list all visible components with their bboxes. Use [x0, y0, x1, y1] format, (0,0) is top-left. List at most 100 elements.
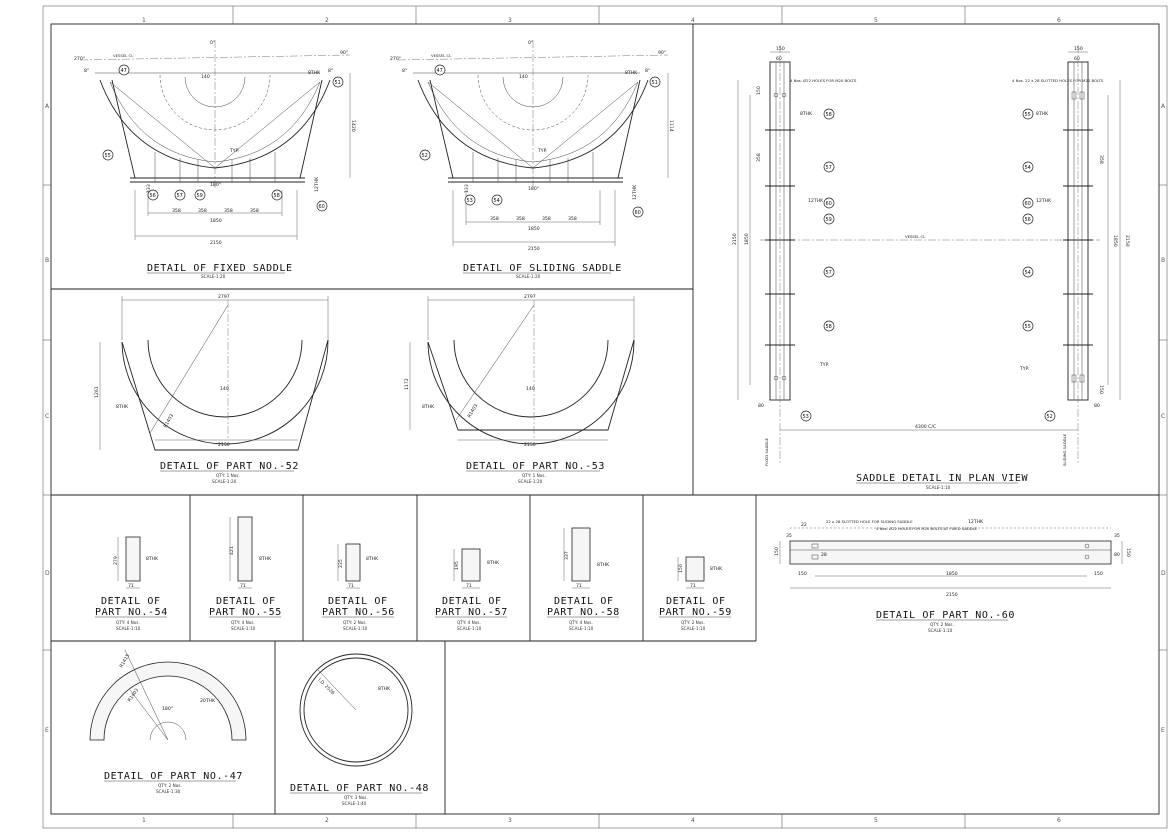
fixed-dim-height: 1420 [350, 120, 356, 132]
part53-dim-height: 1172 [404, 378, 410, 390]
fixed-balloon-58: 58 [274, 193, 280, 199]
part47-qty: QTY: 2 Nos. [158, 783, 182, 788]
plan-typ-right: TYP. [1019, 366, 1029, 372]
part52-dim-top: 2797 [218, 294, 230, 300]
part60-dim-thk: 12THK [968, 519, 984, 525]
part59-h: 150 [678, 564, 684, 573]
plan-vessel-cl: VESSEL CL [905, 234, 926, 239]
part54-h: 279 [113, 556, 119, 565]
part56-w: 71 [348, 583, 354, 589]
grid-row-b-right: B [1161, 257, 1165, 264]
fixed-balloon-51: 51 [335, 80, 341, 86]
plan-right-balloon-0: 55 [1025, 112, 1031, 118]
fixed-dim-typ: TYP. [229, 148, 239, 154]
sliding-dim-overall: 2150 [528, 246, 540, 252]
plan-dim-inner-h-right: 1850 [1112, 235, 1118, 247]
grid-row-e: E [45, 727, 49, 734]
grid-col-1: 1 [142, 17, 146, 24]
part55-w: 71 [240, 583, 246, 589]
fixed-dim-sp1: 358 [172, 208, 181, 214]
fixed-dim-overall: 2150 [210, 240, 222, 246]
fixed-dim-sp4: 358 [250, 208, 259, 214]
plan-dim-overall-left: 2150 [732, 233, 738, 245]
part53-dim-r: R1403 [467, 403, 480, 419]
plan-fixed-label: FIXED SADDLE [764, 438, 769, 466]
plan-left-balloon-4: 57 [826, 270, 832, 276]
plan-dim-base-left: 80 [758, 403, 764, 409]
grid-columns-bottom: 1 2 3 4 5 6 [142, 817, 1061, 824]
fixed-angle-right: 90° [340, 50, 348, 56]
part58-title-b: PART NO.-58 [547, 607, 620, 618]
fixed-balloon-59: 59 [197, 193, 203, 199]
part-53-detail: 2797 2150 1172 8THK R1403 140 DETAIL OF … [404, 294, 635, 484]
plan-plate-left: 12THK [808, 198, 824, 204]
part-56-detail: 235 71 8THK DETAIL OF PART NO.-56 QTY: 2… [322, 543, 394, 631]
part60-dim-inner: 1850 [946, 571, 958, 577]
part48-thk: 8THK [378, 686, 391, 692]
part-48-detail: I.D. 2526 8THK DETAIL OF PART NO.-48 QTY… [290, 653, 428, 806]
part60-note-a: 22 x 28 SLOTTED HOLE FOR SLIDING SADDLE [826, 519, 913, 524]
grid-ticks [43, 6, 1167, 828]
grid-columns-top: 1 2 3 4 5 6 [142, 17, 1061, 24]
part48-scale: SCALE-1:40 [342, 801, 367, 806]
sheet-outer-border [42, 5, 1168, 829]
plan-dim-top-right: 150 [1074, 46, 1083, 52]
panel-dividers [51, 24, 1159, 814]
part60-dim-h-left: 150 [774, 547, 780, 556]
part58-h: 337 [564, 551, 570, 560]
grid-col-6-bottom: 6 [1057, 817, 1061, 824]
grid-row-d-right: D [1161, 570, 1166, 577]
sliding-balloon-52: 52 [422, 153, 428, 159]
part57-w: 71 [466, 583, 472, 589]
fixed-saddle-scale: SCALE-1:20 [201, 274, 226, 279]
part55-title-a: DETAIL OF [216, 596, 276, 607]
part57-scale: SCALE-1:10 [457, 626, 482, 631]
part59-thk: 8THK [710, 566, 723, 572]
plan-dim-top-left: 150 [776, 46, 785, 52]
grid-col-3: 3 [508, 17, 512, 24]
plan-right-balloon-1: 54 [1025, 165, 1031, 171]
plan-dim-sp-left: 358 [756, 153, 762, 162]
part58-scale: SCALE-1:10 [569, 626, 594, 631]
plan-dim-edge-left: 150 [756, 86, 762, 95]
part53-dim-top: 2797 [524, 294, 536, 300]
part52-dim-height: 1261 [94, 386, 100, 398]
fixed-dim-sp2: 358 [198, 208, 207, 214]
plan-left-balloon-2: 60 [826, 201, 832, 207]
part-60-detail: 2150 1850 150 150 150 150 35 35 80 22 28… [774, 519, 1131, 633]
plan-left-balloon-6: 53 [803, 414, 809, 420]
sliding-dim-base: 12THK [632, 184, 638, 200]
part56-title-a: DETAIL OF [328, 596, 388, 607]
part57-h: 195 [454, 561, 460, 570]
grid-row-c: C [45, 413, 49, 420]
plan-left-balloon-0: 58 [826, 112, 832, 118]
grid-rows-left: A B C D E [45, 103, 50, 734]
plan-dim-overall-right: 2150 [1124, 235, 1130, 247]
plan-view-title: SADDLE DETAIL IN PLAN VIEW [856, 473, 1029, 484]
part53-dim-mid: 140 [526, 386, 535, 392]
part57-thk: 8THK [487, 560, 500, 566]
plan-left-note: 4 Nos. Ø22 HOLES FOR M20 BOLTS [790, 78, 857, 83]
fixed-dim-mid: 140 [201, 74, 210, 80]
part60-note-b: 4 Nos. Ø22 HOLES FOR M20 BOLTS AT FIXED … [876, 526, 978, 531]
plan-typ-left: TYP. [819, 362, 829, 368]
grid-rows-right: A B C D E [1161, 103, 1166, 734]
fixed-dim-sp3: 358 [224, 208, 233, 214]
part58-title-a: DETAIL OF [554, 596, 614, 607]
part-59-detail: 150 71 8THK DETAIL OF PART NO.-59 QTY: 2… [659, 556, 731, 631]
plan-left-balloon-1: 57 [826, 165, 832, 171]
part54-w: 71 [128, 583, 134, 589]
plan-dim-edge-right: 150 [1098, 385, 1104, 394]
sliding-vessel-cl: VESSEL CL [431, 53, 452, 58]
sliding-dim-height: 1114 [668, 120, 674, 132]
part-52-detail: 2797 2150 1261 8THK R1403 140 DETAIL OF … [94, 294, 329, 484]
sliding-angle-bottom: 180° [528, 186, 539, 192]
part55-h: 421 [229, 546, 235, 555]
plan-right-balloon-2: 60 [1025, 201, 1031, 207]
plan-sliding-label: SLIDING SADDLE [1062, 433, 1067, 466]
plan-right-balloon-3: 56 [1025, 217, 1031, 223]
part56-thk: 8THK [366, 556, 379, 562]
sliding-dim-sp3: 358 [542, 216, 551, 222]
fixed-saddle-detail: 1850 2150 358 358 358 358 1420 12THK 133… [74, 40, 356, 279]
fixed-balloon-56: 56 [150, 193, 156, 199]
